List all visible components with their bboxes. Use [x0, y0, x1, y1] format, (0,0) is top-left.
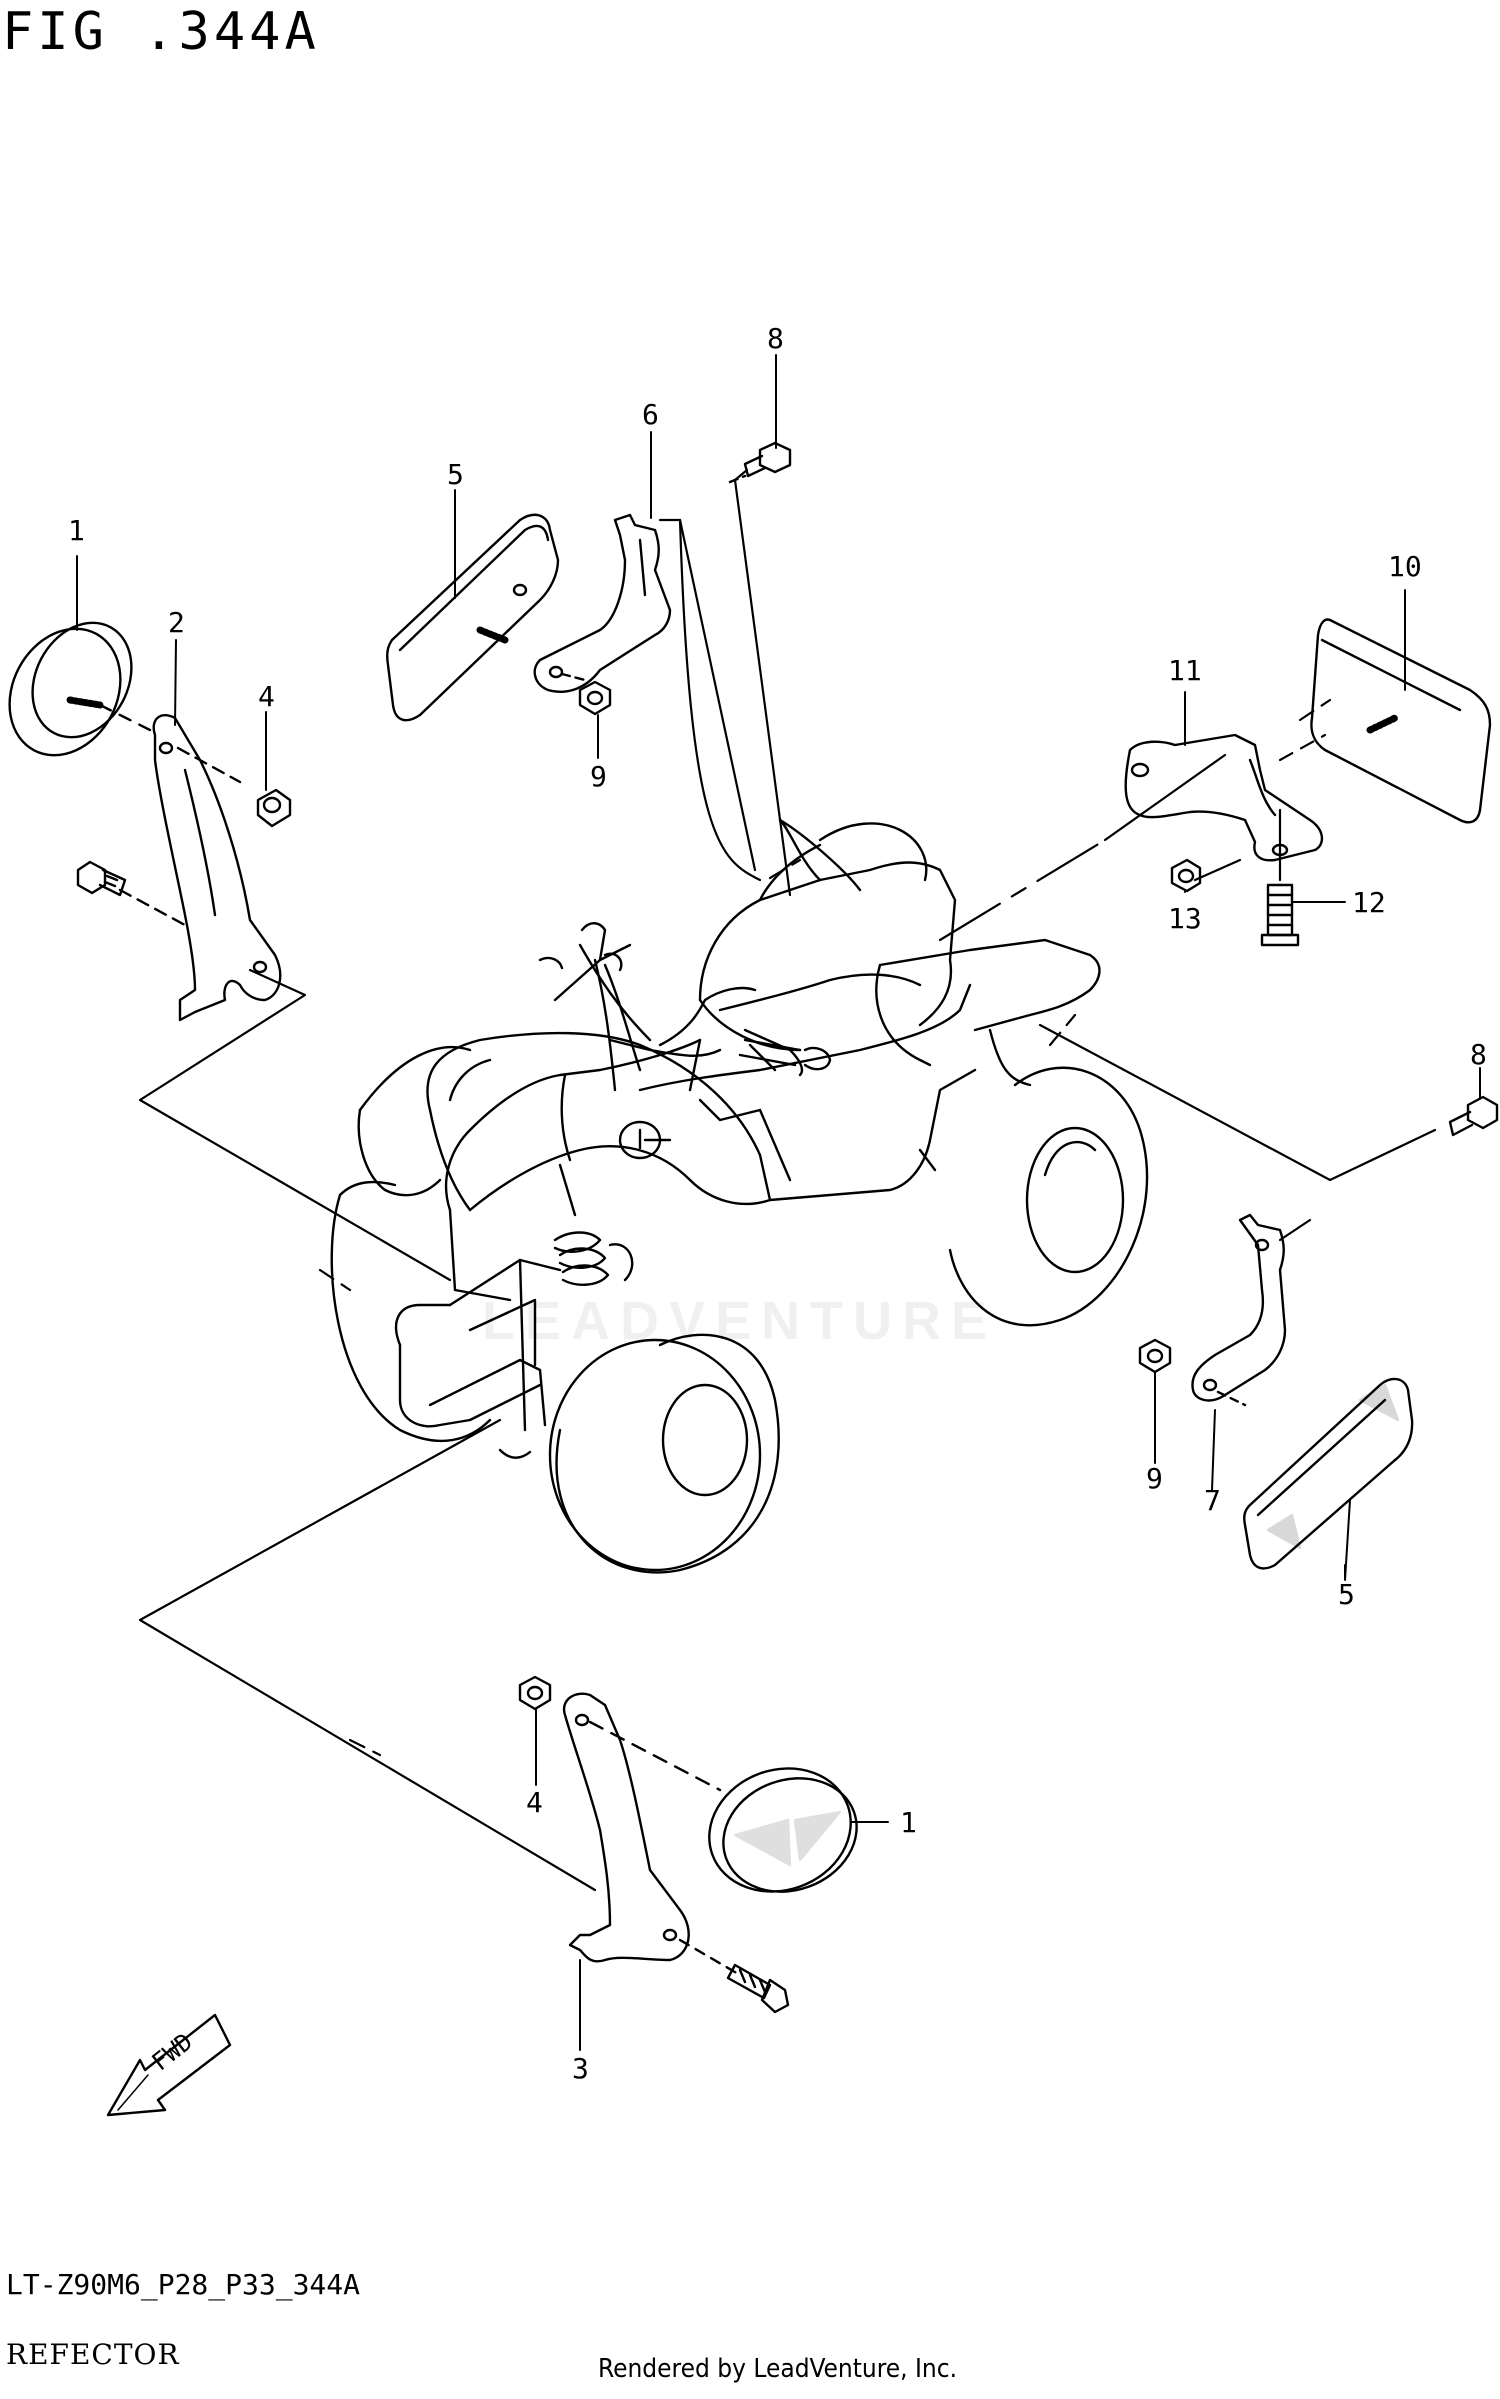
atv-body: [330, 818, 1149, 1574]
reflector-rect-rear: [1310, 618, 1492, 824]
bracket-right: [1191, 1213, 1287, 1407]
callout-7: 7: [1204, 1484, 1221, 1517]
callout-8: 8: [767, 322, 784, 355]
callout-4: 4: [258, 680, 275, 713]
callout-1: 1: [68, 514, 85, 547]
bracket-upper-center: [533, 513, 672, 693]
callout-12: 12: [1352, 886, 1386, 919]
callout-13: 13: [1168, 902, 1202, 935]
callout-1-lower: 1: [900, 1806, 917, 1839]
callout-5-right: 5: [1338, 1578, 1355, 1611]
callout-5: 5: [447, 458, 464, 491]
callout-leaders: [76, 354, 1481, 2051]
callout-6: 6: [642, 398, 659, 431]
reflector-round-upper: [8, 621, 152, 757]
callout-numbers: 1 2 4 5 6 8 9 10 11 13 12 8 9 7 5 4 1 3 …: [68, 322, 1487, 2085]
nut-lower: [518, 1675, 552, 1711]
bolt-upper-left: [76, 860, 127, 897]
callout-8-right: 8: [1470, 1038, 1487, 1071]
bolt-lower: [678, 1938, 790, 2014]
nut-upper-left: [256, 788, 292, 828]
bolt-rear: [1260, 883, 1300, 947]
bolt-right: [1448, 1095, 1499, 1137]
callout-9: 9: [590, 760, 607, 793]
bracket-upper-left: [118, 713, 282, 1022]
nut-upper-center: [578, 680, 612, 716]
render-credit: Rendered by LeadVenture, Inc.: [598, 2354, 958, 2384]
callout-10: 10: [1388, 550, 1422, 583]
bracket-rear: [1124, 733, 1324, 862]
fwd-arrow-icon: [106, 2013, 232, 2117]
model-code: LT-Z90M6_P28_P33_344A: [6, 2268, 361, 2301]
reflector-rect-upper: [386, 513, 560, 722]
callout-9-right: 9: [1146, 1462, 1163, 1495]
assembly-leader-lines: [138, 468, 1437, 1892]
bracket-lower: [562, 1692, 722, 1963]
callout-11: 11: [1168, 654, 1202, 687]
nut-rear: [1170, 858, 1202, 893]
reflector-rect-right: [1243, 1377, 1414, 1570]
section-name: REFECTOR: [6, 2338, 180, 2371]
callout-2: 2: [168, 606, 185, 639]
callout-3: 3: [572, 2052, 589, 2085]
nut-right: [1138, 1338, 1172, 1374]
callout-4-lower: 4: [526, 1786, 543, 1819]
reflector-round-lower: [708, 1767, 858, 1893]
figure-title: FIG .344A: [2, 2, 320, 62]
